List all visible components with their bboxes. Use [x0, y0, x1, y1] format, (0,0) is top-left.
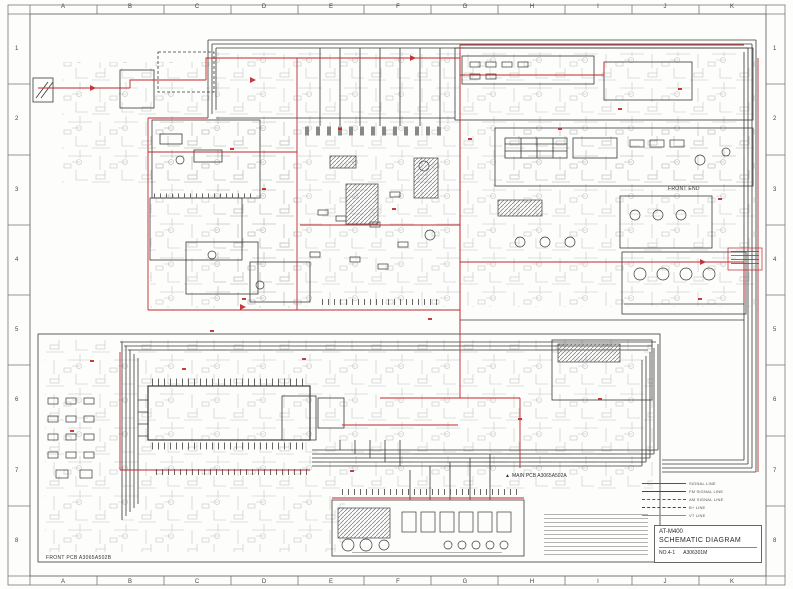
sheet-frame — [7, 4, 786, 586]
sheet-number: NO.4-1 — [659, 550, 676, 556]
grid-col-label: F — [396, 4, 400, 10]
grid-col-label: C — [194, 4, 200, 10]
grid-col-label: A — [60, 579, 66, 585]
legend-item: VT LINE — [642, 511, 762, 519]
legend-line-sample — [642, 482, 686, 484]
grid-col-label: F — [396, 579, 400, 585]
triangle-marker-icon: ▲ — [505, 473, 510, 479]
legend-line-sample — [642, 498, 686, 500]
front-end-label: FRONT END — [668, 186, 700, 192]
legend-item: AM SIGNAL LINE — [642, 495, 762, 503]
grid-row-label: 4 — [773, 257, 777, 263]
grid-col-label: K — [729, 579, 735, 585]
pin-rows — [152, 126, 520, 495]
grid-col-label: H — [529, 579, 535, 585]
legend-item: SIGNAL LINE — [642, 479, 762, 487]
grid-col-label: C — [194, 579, 200, 585]
legend-label: B+ LINE — [689, 504, 706, 510]
grid-col-label: J — [663, 579, 667, 585]
legend-line-sample — [642, 490, 686, 492]
main-pcb-label-text: MAIN PCB A3065A502A — [511, 473, 567, 479]
grid-row-label: 5 — [773, 327, 777, 333]
grid-col-label: B — [127, 579, 133, 585]
grid-col-label: K — [729, 4, 735, 10]
grid-col-label: H — [529, 4, 535, 10]
grid-col-label: D — [261, 4, 267, 10]
legend-item: FM SIGNAL LINE — [642, 487, 762, 495]
grid-col-label: A — [60, 4, 66, 10]
legend-label: FM SIGNAL LINE — [689, 488, 724, 494]
ic-blocks — [329, 155, 621, 539]
grid-col-label: J — [663, 4, 667, 10]
front-pcb-label: FRONT PCB A3065A502B — [46, 555, 112, 561]
legend-label: SIGNAL LINE — [689, 480, 716, 486]
grid-row-label: 7 — [773, 468, 777, 474]
grid-row-label: 7 — [15, 468, 19, 474]
grid-col-label: D — [261, 579, 267, 585]
notes-block — [544, 514, 648, 558]
grid-col-label: G — [462, 579, 468, 585]
grid-col-label: B — [127, 4, 133, 10]
grid-row-label: 8 — [773, 538, 777, 544]
circuit-texture — [45, 52, 755, 552]
red-marks — [70, 55, 763, 472]
model-number: AT-M400 — [659, 529, 683, 535]
grid-row-label: 2 — [773, 116, 777, 122]
grid-row-label: 6 — [773, 397, 777, 403]
bottom-note-line — [352, 552, 502, 556]
grid-row-label: 4 — [15, 257, 19, 263]
drawing-title: SCHEMATIC DIAGRAM — [659, 537, 742, 544]
red-warning-text — [731, 251, 759, 267]
grid-row-label: 3 — [15, 187, 19, 193]
legend-label: VT LINE — [689, 512, 706, 518]
grid-col-label: I — [597, 4, 599, 10]
grid-row-label: 2 — [15, 116, 19, 122]
grid-row-label: 1 — [15, 46, 19, 52]
drawing-number: A306301M — [683, 550, 708, 556]
grid-row-label: 5 — [15, 327, 19, 333]
legend-line-sample — [642, 506, 686, 508]
grid-col-label: E — [328, 579, 334, 585]
legend-label: AM SIGNAL LINE — [689, 496, 724, 502]
grid-col-label: E — [328, 4, 334, 10]
grid-row-label: 1 — [773, 46, 777, 52]
grid-col-label: G — [462, 4, 468, 10]
main-pcb-label: ▲MAIN PCB A3065A502A — [505, 473, 567, 479]
grid-row-label: 3 — [773, 187, 777, 193]
legend-item: B+ LINE — [642, 503, 762, 511]
grid-row-label: 8 — [15, 538, 19, 544]
legend-line-sample — [642, 514, 686, 516]
grid-col-label: I — [597, 579, 599, 585]
title-block: AT-M400 SCHEMATIC DIAGRAM NO.4-1 A306301… — [654, 525, 762, 563]
warning-box — [727, 247, 763, 271]
grid-row-label: 6 — [15, 397, 19, 403]
line-legend: SIGNAL LINE FM SIGNAL LINE AM SIGNAL LIN… — [642, 479, 762, 519]
